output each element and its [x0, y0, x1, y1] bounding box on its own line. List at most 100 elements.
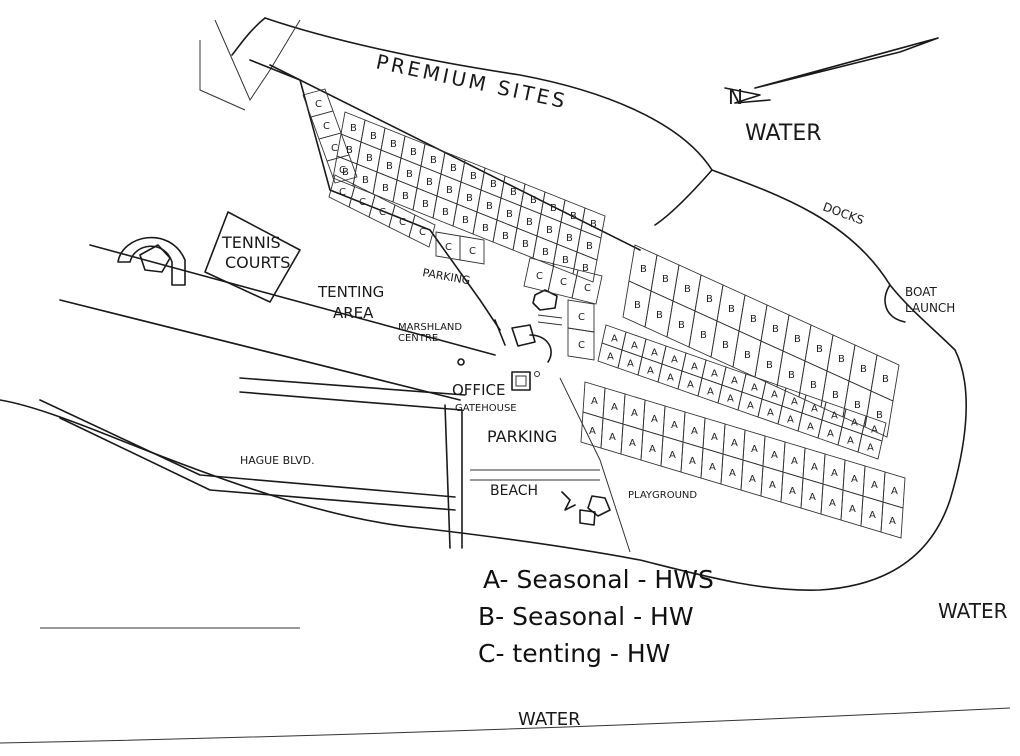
lot-letter: B	[462, 215, 469, 226]
lot-letter: C	[578, 312, 585, 323]
central-buildings	[457, 289, 563, 391]
lot-letter: A	[747, 401, 754, 412]
lot-letter: A	[851, 418, 858, 429]
lot-letter: A	[829, 498, 836, 509]
lot-letter: B	[772, 324, 779, 335]
north-arrow-icon	[724, 37, 939, 104]
water-label-top: WATER	[745, 121, 822, 146]
lot-letter: C	[323, 121, 330, 132]
lot-letter: C	[419, 227, 426, 238]
lot-outline	[567, 327, 595, 361]
lot-letter: A	[809, 492, 816, 503]
lot-letter: A	[649, 444, 656, 455]
lot-letter: A	[651, 414, 658, 425]
lot-letter: C	[359, 197, 366, 208]
lot-letter: A	[591, 396, 598, 407]
lot-letter: B	[482, 223, 489, 234]
lot-outline	[857, 433, 883, 460]
lot-letter: A	[767, 408, 774, 419]
lot-letter: B	[662, 274, 669, 285]
lot-letter: B	[450, 163, 457, 174]
lot-letter: B	[402, 191, 409, 202]
legend: A- Seasonal - HWS B- Seasonal - HW C- te…	[478, 565, 714, 668]
lot-letter: A	[871, 480, 878, 491]
lot-letter: A	[771, 390, 778, 401]
lot-letter: B	[566, 233, 573, 244]
lot-letter: C	[379, 207, 386, 218]
lot-letter: A	[711, 369, 718, 380]
lot-letter: B	[426, 177, 433, 188]
lot-letter: B	[486, 201, 493, 212]
lot-letter: B	[634, 300, 641, 311]
lot-letter: B	[570, 211, 577, 222]
marshland-label-line-2: CENTRE	[398, 333, 438, 344]
lot-letter: A	[751, 383, 758, 394]
lot-letter: B	[562, 255, 569, 266]
lot-letter: A	[891, 486, 898, 497]
lot-letter: B	[406, 169, 413, 180]
lot-letter: A	[751, 444, 758, 455]
roundabout	[117, 236, 186, 286]
water-label-right: WATER	[938, 599, 1008, 623]
lot-letter: A	[689, 456, 696, 467]
lot-letter: B	[422, 199, 429, 210]
lot-letter: A	[729, 468, 736, 479]
lot-letter: B	[530, 195, 537, 206]
lot-letter: A	[631, 408, 638, 419]
boat-launch-label-line-2: LAUNCH	[905, 301, 955, 315]
lot-letter: B	[410, 147, 417, 158]
lot-letter: A	[707, 387, 714, 398]
lot-letter: B	[466, 193, 473, 204]
lot-letter: B	[362, 175, 369, 186]
lot-letter: A	[607, 352, 614, 363]
lot-letter: A	[847, 436, 854, 447]
lot-letter: B	[470, 171, 477, 182]
lot-letter: A	[611, 334, 618, 345]
lot-letter: B	[382, 183, 389, 194]
lot-letter: C	[331, 143, 338, 154]
lot-letter: C	[315, 99, 322, 110]
lot-letter: B	[656, 310, 663, 321]
lot-letter: B	[684, 284, 691, 295]
lot-letter: A	[687, 380, 694, 391]
lot-letter: B	[832, 390, 839, 401]
lot-letter: A	[789, 486, 796, 497]
lot-letter: A	[807, 422, 814, 433]
tenting-area-label-line-2: AREA	[333, 304, 374, 322]
lot-letter: B	[550, 203, 557, 214]
lot-letter: B	[586, 241, 593, 252]
lot-letter: C	[584, 283, 591, 294]
lot-letter: B	[810, 380, 817, 391]
lot-letter: B	[522, 239, 529, 250]
lot-letter: B	[342, 167, 349, 178]
lot-letter: B	[678, 320, 685, 331]
lot-outline	[408, 214, 436, 248]
lot-letter: B	[502, 231, 509, 242]
lot-outline	[572, 251, 598, 283]
beach-label: BEACH	[490, 483, 538, 499]
lot-letter: A	[631, 341, 638, 352]
office-building	[511, 371, 531, 391]
lot-letter: B	[430, 155, 437, 166]
lot-letter: B	[854, 400, 861, 411]
lot-letter: B	[876, 410, 883, 421]
lot-letter: B	[816, 344, 823, 355]
lot-letter: B	[490, 179, 497, 190]
lot-letter: C	[469, 246, 476, 257]
lot-letter: C	[560, 277, 567, 288]
lot-letter: B	[706, 294, 713, 305]
parking-lower-label: PARKING	[487, 427, 557, 446]
lot-letter: B	[590, 219, 597, 230]
lot-letter: A	[811, 404, 818, 415]
lot-letter: B	[366, 153, 373, 164]
tenting-area-label-line-1: TENTING	[317, 283, 384, 301]
lot-letter: B	[506, 209, 513, 220]
lot-letter: A	[791, 397, 798, 408]
lot-letter: A	[671, 355, 678, 366]
lot-letter: B	[700, 330, 707, 341]
lot-letter: B	[882, 374, 889, 385]
